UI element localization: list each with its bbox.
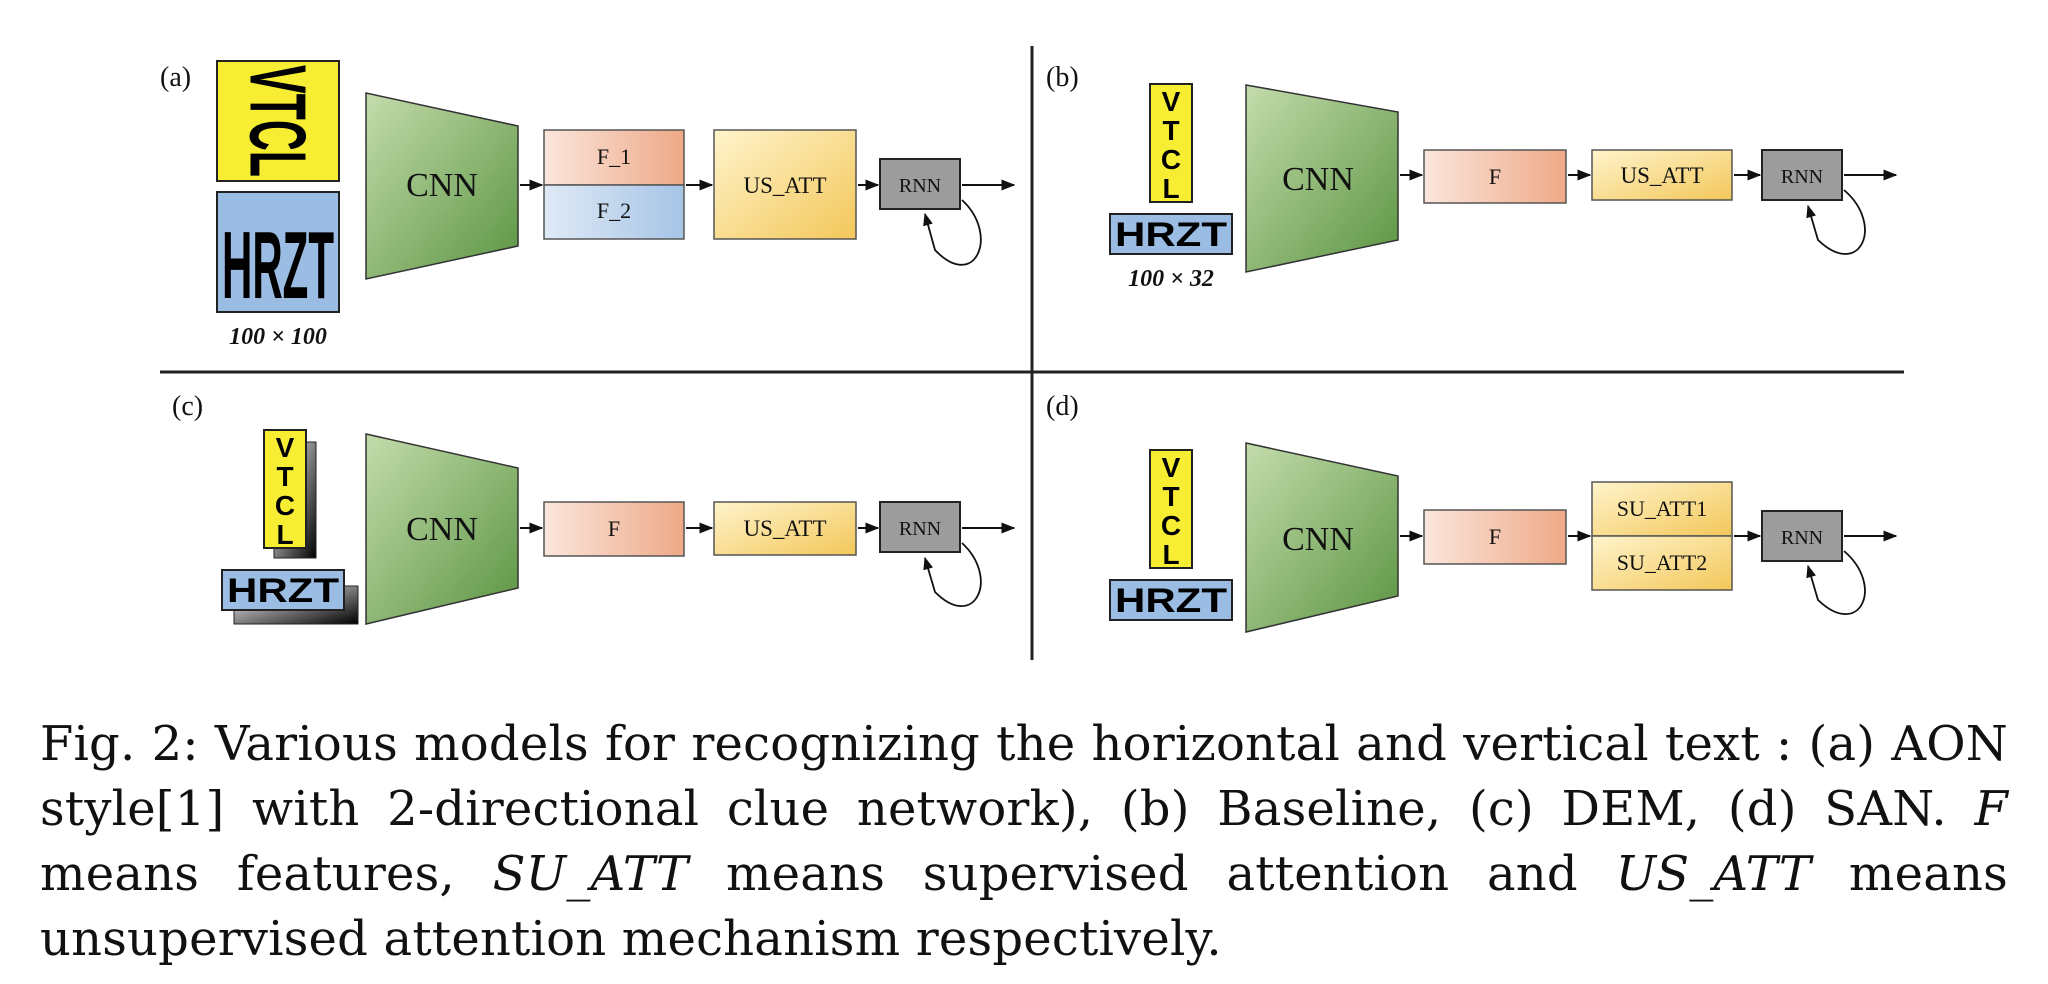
vtcl-image-c: V T C L bbox=[263, 429, 317, 559]
rnn-label-c: RNN bbox=[899, 518, 941, 540]
panel-b: (b) V T C L HRZT 100 × 32 CNN F US_ATT R… bbox=[1046, 62, 1898, 292]
feature-box-c bbox=[543, 501, 685, 557]
vtcl-letter-b-3: C bbox=[1161, 144, 1181, 175]
rnn-loop-d bbox=[1806, 550, 1866, 615]
rnn-label-d: RNN bbox=[1781, 527, 1823, 549]
figure-caption: Fig. 2: Various models for recognizing t… bbox=[40, 712, 2008, 972]
caption-prefix: Fig. 2: Various models for recognizing t… bbox=[40, 716, 2008, 837]
vtcl-letter-d-4: L bbox=[1162, 539, 1179, 570]
cnn-label-a: CNN bbox=[406, 167, 478, 204]
cnn-label-d: CNN bbox=[1282, 521, 1354, 558]
feature-label-d: F bbox=[1489, 524, 1501, 549]
feature-1-box-a bbox=[543, 129, 685, 186]
vtcl-image-b: V T C L bbox=[1149, 83, 1193, 204]
vtcl-text-a: VTCL bbox=[234, 65, 323, 177]
cnn-block-c bbox=[365, 433, 519, 625]
rnn-box-a bbox=[879, 158, 961, 210]
image-size-b: 100 × 32 bbox=[1128, 266, 1214, 292]
hrzt-image-c: HRZT bbox=[221, 569, 359, 625]
attention-2-box-d bbox=[1591, 535, 1733, 591]
hrzt-image-a: HRZT bbox=[216, 191, 340, 319]
attention-box-b bbox=[1591, 149, 1733, 201]
feature-label-c: F bbox=[608, 516, 620, 541]
rnn-loop-b bbox=[1806, 189, 1866, 255]
panel-c: (c) V T C L HRZT CNN F US_ATT RNN bbox=[172, 391, 1016, 625]
cnn-block-a bbox=[365, 92, 519, 280]
cnn-label-c: CNN bbox=[406, 511, 478, 548]
vtcl-letter-c-2: T bbox=[276, 461, 293, 492]
attention-2-label-d: SU_ATT2 bbox=[1617, 550, 1707, 575]
rnn-box-c bbox=[879, 501, 961, 553]
caption-suffix: means unsupervised attention mechanism r… bbox=[40, 846, 2008, 967]
attention-1-label-d: SU_ATT1 bbox=[1617, 496, 1707, 521]
panel-a-label: (a) bbox=[160, 62, 191, 93]
caption-us-att-symbol: US_ATT bbox=[1615, 846, 1812, 902]
attention-label-a: US_ATT bbox=[743, 173, 826, 198]
cnn-block-d bbox=[1245, 442, 1399, 633]
vtcl-letter-c-3: C bbox=[275, 490, 295, 521]
attention-label-c: US_ATT bbox=[743, 516, 826, 541]
panel-d: (d) V T C L HRZT CNN F SU_ATT1 SU_ATT2 R… bbox=[1046, 391, 1898, 633]
rnn-loop-a bbox=[923, 199, 982, 266]
feature-box-d bbox=[1423, 509, 1567, 565]
hrzt-text-c: HRZT bbox=[227, 572, 339, 610]
cnn-label-b: CNN bbox=[1282, 161, 1354, 198]
caption-su-att-symbol: SU_ATT bbox=[492, 846, 689, 902]
hrzt-text-a: HRZT bbox=[222, 212, 334, 319]
vtcl-letter-b-4: L bbox=[1162, 173, 1179, 204]
caption-mid-1: means features, bbox=[40, 846, 493, 902]
hrzt-image-b: HRZT bbox=[1109, 213, 1233, 255]
panel-b-label: (b) bbox=[1046, 62, 1079, 93]
rnn-loop-c bbox=[923, 542, 982, 607]
rnn-label-b: RNN bbox=[1781, 166, 1823, 188]
panel-a: (a) VTCL HRZT 100 × 100 CNN F_1 F_2 US_A… bbox=[160, 60, 1016, 350]
vtcl-image-a: VTCL bbox=[216, 60, 340, 182]
rnn-label-a: RNN bbox=[899, 175, 941, 197]
panel-d-label: (d) bbox=[1046, 391, 1079, 422]
vtcl-letter-c-1: V bbox=[276, 432, 295, 463]
vtcl-letter-c-4: L bbox=[276, 519, 293, 550]
image-size-a: 100 × 100 bbox=[229, 324, 327, 350]
attention-box-c bbox=[713, 501, 857, 556]
feature-2-box-a bbox=[543, 184, 685, 240]
feature-label-b: F bbox=[1489, 164, 1501, 189]
vtcl-letter-d-1: V bbox=[1162, 452, 1181, 483]
attention-label-b: US_ATT bbox=[1620, 163, 1703, 188]
vtcl-image-d: V T C L bbox=[1149, 449, 1193, 570]
feature-2-label-a: F_2 bbox=[597, 198, 631, 223]
hrzt-text-b: HRZT bbox=[1115, 216, 1227, 254]
rnn-box-d bbox=[1761, 510, 1843, 562]
rnn-box-b bbox=[1761, 149, 1843, 201]
hrzt-image-d: HRZT bbox=[1109, 579, 1233, 621]
caption-f-symbol: F bbox=[1974, 781, 2008, 837]
vtcl-letter-d-2: T bbox=[1162, 481, 1179, 512]
vtcl-letter-b-1: V bbox=[1162, 86, 1181, 117]
cnn-block-b bbox=[1245, 84, 1399, 273]
attention-box-a bbox=[713, 129, 857, 240]
panel-c-label: (c) bbox=[172, 391, 203, 422]
vtcl-letter-b-2: T bbox=[1162, 115, 1179, 146]
caption-mid-2: means supervised attention and bbox=[688, 846, 1616, 902]
feature-1-label-a: F_1 bbox=[597, 144, 631, 169]
architecture-diagram: (a) VTCL HRZT 100 × 100 CNN F_1 F_2 US_A… bbox=[160, 46, 1904, 660]
vtcl-letter-d-3: C bbox=[1161, 510, 1181, 541]
attention-1-box-d bbox=[1591, 481, 1733, 537]
hrzt-text-d: HRZT bbox=[1115, 582, 1227, 620]
feature-box-b bbox=[1423, 149, 1567, 204]
